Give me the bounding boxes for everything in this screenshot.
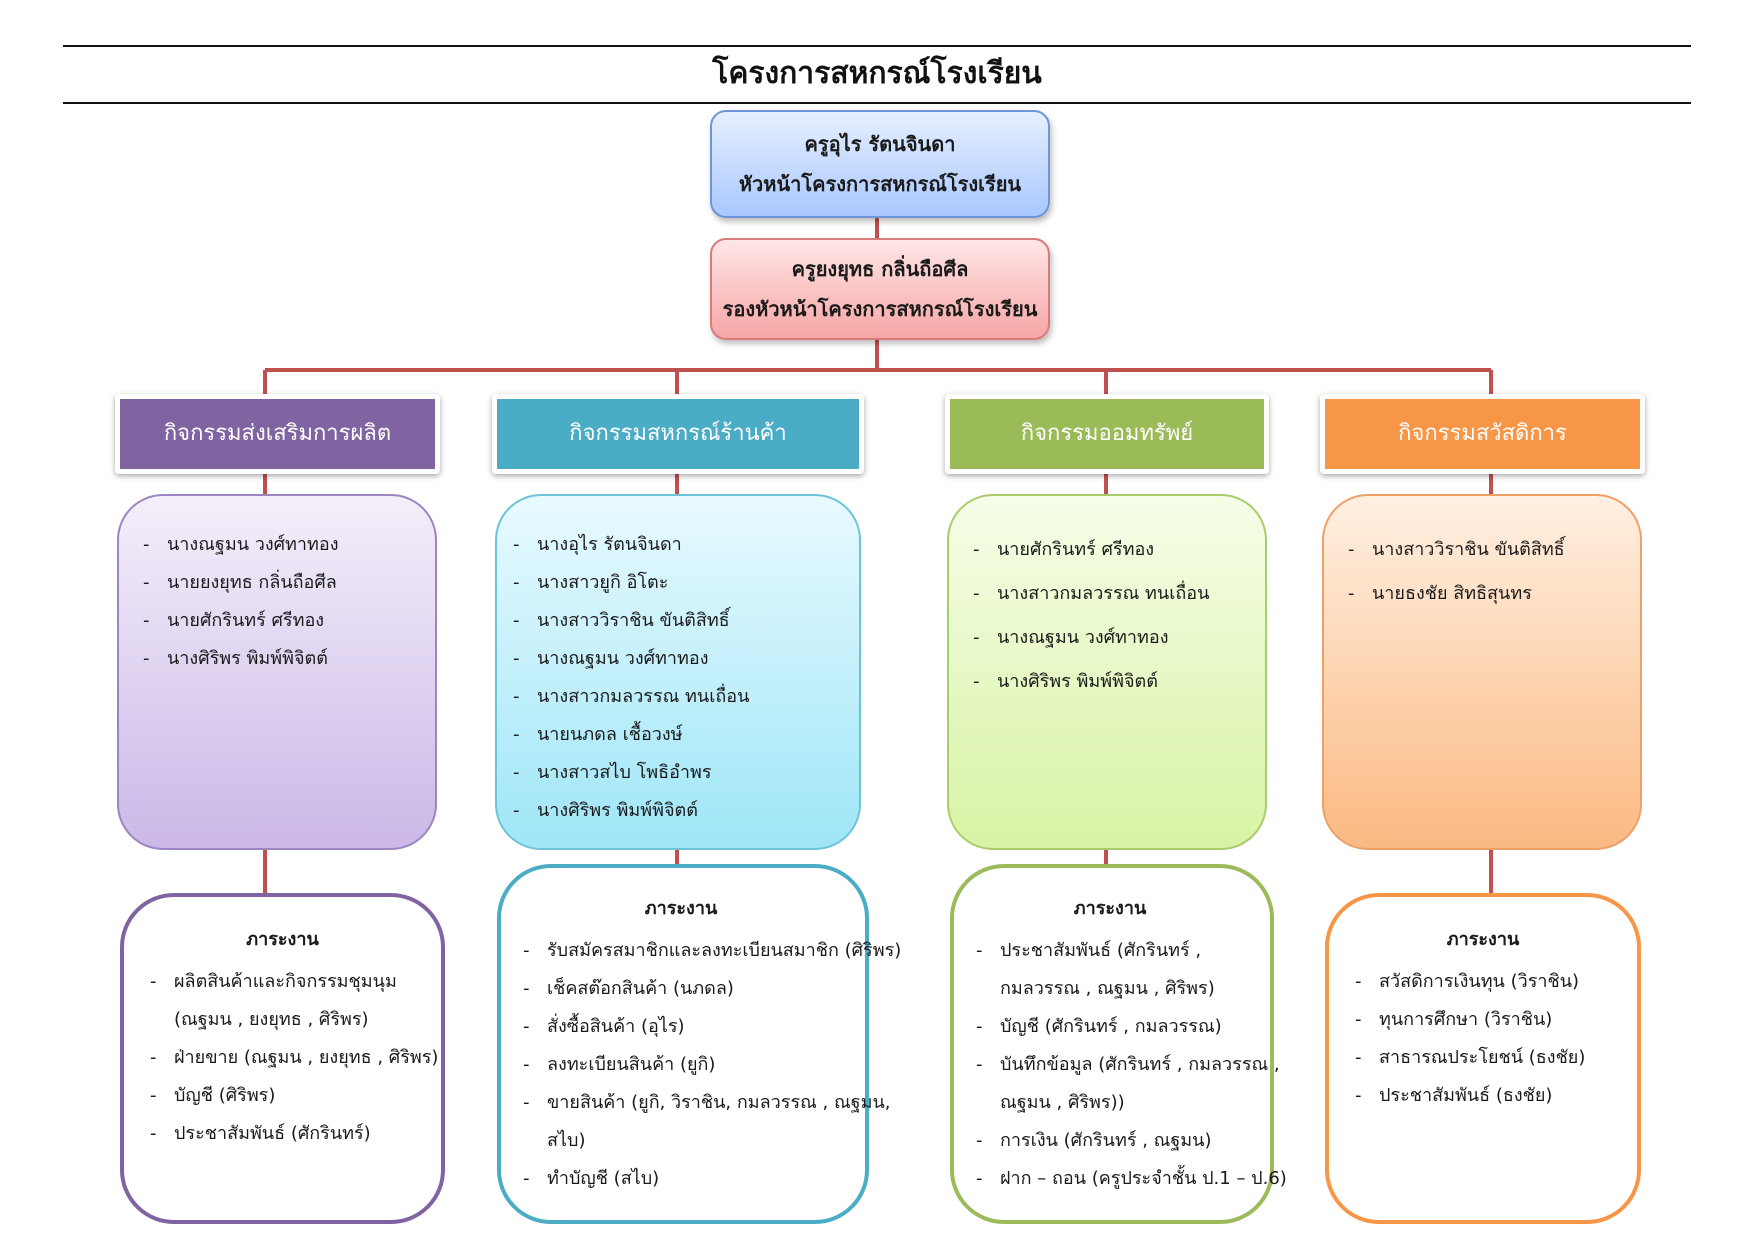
head-name: ครูอุไร รัตนจินดา <box>804 132 956 156</box>
members-box-savings: -นายศักรินทร์ ศรีทอง -นางสาวกมลวรรณ ทนเถ… <box>947 494 1267 850</box>
duties-box-welfare: ภาระงาน -สวัสดิการเงินทุน (วิราชิน) -ทุน… <box>1325 893 1641 1224</box>
duty-item: -ลงทะเบียนสินค้า (ยูกิ) <box>523 1054 716 1075</box>
member-item: -นางณฐมน วงศ์ทาทอง <box>973 627 1169 648</box>
duty-item-continued: ณฐมน , ศิริพร)) <box>1000 1092 1125 1113</box>
duty-item: -ขายสินค้า (ยูกิ, วิราชิน, กมลวรรณ , ณฐม… <box>523 1092 891 1113</box>
duty-item-continued: สไบ) <box>547 1130 586 1151</box>
member-item: -นางศิริพร พิมพ์พิจิตต์ <box>973 671 1158 692</box>
activity-header-production: กิจกรรมส่งเสริมการผลิต <box>115 394 440 474</box>
duties-box-store: ภาระงาน -รับสมัครสมาชิกและลงทะเบียนสมาชิ… <box>497 864 902 1224</box>
duty-item-continued: (ณฐมน , ยงยุทธ , ศิริพร) <box>174 1009 369 1030</box>
activity-header-savings: กิจกรรมออมทรัพย์ <box>945 394 1269 474</box>
member-item: -นางสาววิราชิน ขันติสิทธิ์ <box>513 610 730 631</box>
members-box-store: -นางอุไร รัตนจินดา -นางสาวยูกิ อิโตะ -นา… <box>495 494 861 850</box>
member-item: -นางสาวกมลวรรณ ทนเถื่อน <box>973 583 1210 604</box>
duty-heading: ภาระงาน <box>246 929 319 950</box>
head-role: หัวหน้าโครงการสหกรณ์โรงเรียน <box>738 172 1022 196</box>
duty-item: -ทำบัญชี (สไบ) <box>523 1168 660 1189</box>
duty-item: -สั่งซื้อสินค้า (อุไร) <box>523 1016 685 1037</box>
member-item: -นายศักรินทร์ ศรีทอง <box>143 610 325 631</box>
duty-item: -ประชาสัมพันธ์ (ศักรินทร์ , <box>976 940 1202 961</box>
duty-item: -ประชาสัมพันธ์ (ศักรินทร์) <box>150 1123 371 1144</box>
page-title: โครงการสหกรณ์โรงเรียน <box>712 56 1042 91</box>
duties-box-savings: ภาระงาน -ประชาสัมพันธ์ (ศักรินทร์ , กมลว… <box>950 864 1287 1224</box>
head-box: ครูอุไร รัตนจินดา หัวหน้าโครงการสหกรณ์โร… <box>710 110 1050 218</box>
duty-item: -ทุนการศึกษา (วิราชิน) <box>1355 1009 1553 1030</box>
duty-item: -ประชาสัมพันธ์ (ธงชัย) <box>1355 1085 1553 1106</box>
activity-header-welfare: กิจกรรมสวัสดิการ <box>1320 394 1645 474</box>
duty-item: -สาธารณประโยชน์ (ธงชัย) <box>1355 1047 1586 1068</box>
member-item: -นางศิริพร พิมพ์พิจิตต์ <box>513 800 698 821</box>
member-item: -นายศักรินทร์ ศรีทอง <box>973 539 1155 560</box>
member-item: -นางสาวกมลวรรณ ทนเถื่อน <box>513 686 750 707</box>
duty-item: -รับสมัครสมาชิกและลงทะเบียนสมาชิก (ศิริพ… <box>523 940 902 961</box>
member-item: -นายยงยุทธ กลิ่นถือศีล <box>143 572 337 593</box>
duty-item: -บันทึกข้อมูล (ศักรินทร์ , กมลวรรณ , <box>976 1054 1280 1075</box>
duty-heading: ภาระงาน <box>644 898 718 919</box>
duty-item: -เช็คสต๊อกสินค้า (นภดล) <box>523 978 734 999</box>
duty-item: -ฝ่ายขาย (ณฐมน , ยงยุทธ , ศิริพร) <box>150 1047 439 1068</box>
duty-item: -บัญชี (ศักรินทร์ , กมลวรรณ) <box>976 1016 1222 1037</box>
bottom-rule <box>63 102 1691 104</box>
member-item: -นางศิริพร พิมพ์พิจิตต์ <box>143 648 328 669</box>
members-box-welfare: -นางสาววิราชิน ขันติสิทธิ์ -นายธงชัย สิท… <box>1322 494 1642 850</box>
member-item: -นางสาววิราชิน ขันติสิทธิ์ <box>1348 539 1565 560</box>
top-rule <box>63 45 1691 47</box>
deputy-box: ครูยงยุทธ กลิ่นถือศีล รองหัวหน้าโครงการส… <box>710 238 1050 340</box>
member-item: -นายธงชัย สิทธิสุนทร <box>1348 583 1532 604</box>
duty-item: -ผลิตสินค้าและกิจกรรมชุมนุม <box>150 971 397 992</box>
duty-item-continued: กมลวรรณ , ณฐมน , ศิริพร) <box>1000 978 1215 999</box>
duty-item: -บัญชี (ศิริพร) <box>150 1085 276 1106</box>
duties-box-production: ภาระงาน -ผลิตสินค้าและกิจกรรมชุมนุม (ณฐม… <box>120 893 445 1224</box>
member-item: -นางณฐมน วงศ์ทาทอง <box>513 648 709 669</box>
duty-heading: ภาระงาน <box>1446 929 1520 950</box>
member-item: -นางณฐมน วงศ์ทาทอง <box>143 534 339 555</box>
duty-item: -ฝาก – ถอน (ครูประจำชั้น ป.1 – ป.6) <box>976 1168 1287 1189</box>
member-item: -นายนภดล เชื้อวงษ์ <box>513 724 683 745</box>
activity-header-store: กิจกรรมสหกรณ์ร้านค้า <box>492 394 864 474</box>
deputy-name: ครูยงยุทธ กลิ่นถือศีล <box>791 257 969 281</box>
duty-heading: ภาระงาน <box>1073 898 1147 919</box>
member-item: -นางสาวยูกิ อิโตะ <box>513 572 669 593</box>
deputy-role: รองหัวหน้าโครงการสหกรณ์โรงเรียน <box>722 297 1038 321</box>
member-item: -นางสาวสไบ โพธิอำพร <box>513 762 712 783</box>
duty-item: -การเงิน (ศักรินทร์ , ณฐมน) <box>976 1130 1212 1151</box>
members-box-production: -นางณฐมน วงศ์ทาทอง -นายยงยุทธ กลิ่นถือศี… <box>117 494 437 850</box>
duty-item: -สวัสดิการเงินทุน (วิราชิน) <box>1355 971 1580 992</box>
member-item: -นางอุไร รัตนจินดา <box>513 534 682 555</box>
